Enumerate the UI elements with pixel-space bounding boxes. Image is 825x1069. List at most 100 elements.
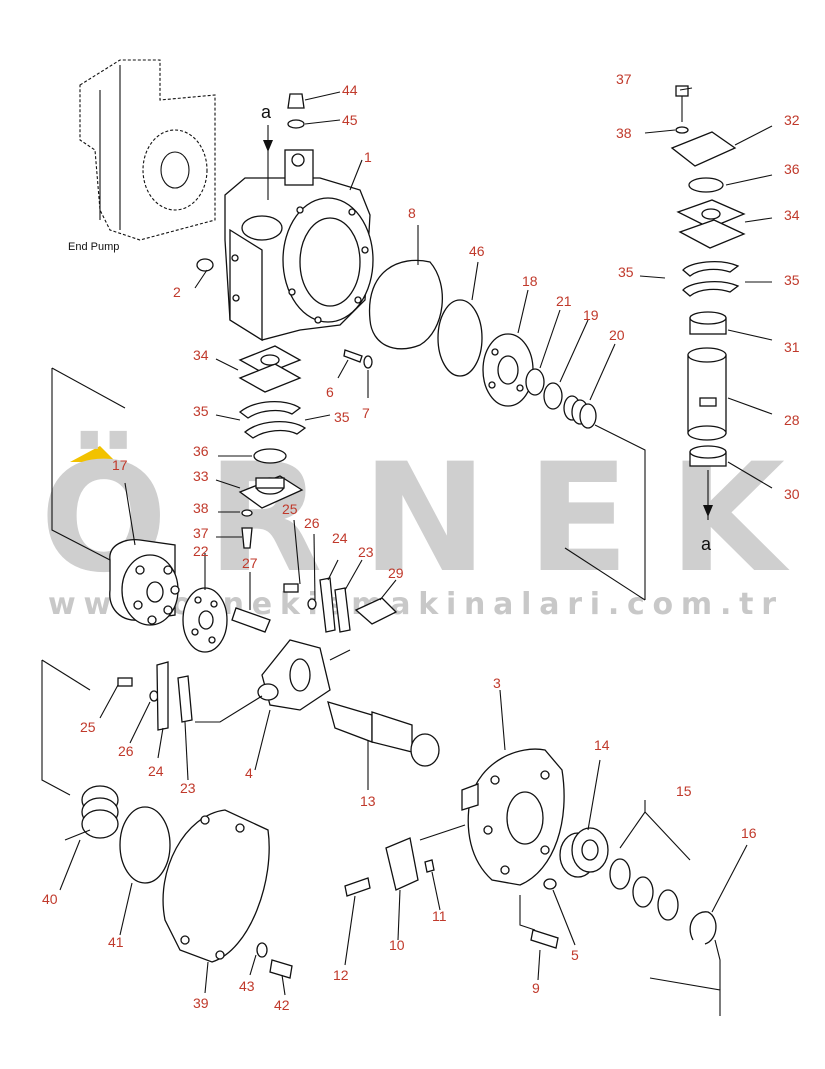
label-35-left-b: 35	[334, 409, 350, 425]
bolt-part-9	[530, 929, 559, 949]
label-40: 40	[42, 891, 58, 907]
drive-shaft-part-13	[327, 701, 440, 767]
bolt-part-37-left	[241, 527, 253, 549]
seal-part-46	[437, 299, 483, 377]
bolt-part-25-mid	[283, 583, 299, 593]
label-14: 14	[594, 737, 610, 753]
washer-part-38-top	[675, 126, 689, 134]
swash-part-4	[257, 639, 351, 711]
label-37-left: 37	[193, 525, 209, 541]
pin-part-11	[424, 859, 435, 873]
label-41: 41	[108, 934, 124, 950]
plate-part-34-left	[238, 345, 302, 393]
label-16: 16	[741, 825, 757, 841]
label-45: 45	[342, 112, 358, 128]
label-3: 3	[493, 675, 501, 691]
cap-part-31	[689, 311, 727, 335]
label-32: 32	[784, 112, 800, 128]
label-1: 1	[364, 149, 372, 165]
arrow-a-bottom: a	[701, 470, 713, 554]
label-10: 10	[389, 937, 405, 953]
label-26-low: 26	[118, 743, 134, 759]
cover-part-32	[670, 131, 737, 167]
label-39: 39	[193, 995, 209, 1011]
label-12: 12	[333, 967, 349, 983]
plates-part-35-right	[682, 260, 740, 297]
ring-part-21	[525, 368, 545, 396]
bolt-part-12	[344, 877, 371, 897]
cap-part-30	[689, 445, 727, 467]
plate-part-18	[482, 333, 534, 407]
label-9: 9	[532, 980, 540, 996]
label-42: 42	[274, 997, 290, 1013]
label-34-left: 34	[193, 347, 209, 363]
link-part-24-mid	[319, 577, 336, 633]
washer-part-26-mid	[307, 598, 317, 610]
plate-part-10	[385, 837, 419, 891]
ring-part-7	[363, 355, 373, 369]
leader-lines	[41, 87, 773, 1016]
label-7: 7	[362, 405, 370, 421]
bolt-part-25-low	[117, 677, 133, 687]
link-part-24-low	[156, 661, 169, 731]
cylinder-block-part-17	[109, 539, 180, 626]
end-cover-part-39	[162, 809, 270, 963]
label-25-low: 25	[80, 719, 96, 735]
label-6: 6	[326, 384, 334, 400]
label-2: 2	[173, 284, 181, 300]
plug-part-44	[287, 93, 305, 109]
pin-part-6	[343, 349, 363, 363]
label-23-mid: 23	[358, 544, 374, 560]
o-ring-part-36-left	[253, 448, 287, 464]
spring-part-40	[81, 785, 119, 839]
label-46: 46	[469, 243, 485, 259]
label-24-mid: 24	[332, 530, 348, 546]
label-31: 31	[784, 339, 800, 355]
end-pump-title: End Pump	[68, 241, 119, 253]
gasket-part-8	[368, 259, 443, 350]
label-44: 44	[342, 82, 358, 98]
link-part-23-low	[177, 675, 193, 723]
arrow-label-bottom: a	[701, 534, 712, 554]
housing-part-1	[224, 149, 374, 342]
label-15: 15	[676, 783, 692, 799]
label-5: 5	[571, 947, 579, 963]
label-21: 21	[556, 293, 572, 309]
watermark-accent	[70, 446, 116, 462]
label-30: 30	[784, 486, 800, 502]
label-43: 43	[239, 978, 255, 994]
ring-part-19	[543, 382, 563, 410]
label-26-mid: 26	[304, 515, 320, 531]
label-24-low: 24	[148, 763, 164, 779]
washer-part-43	[256, 942, 268, 958]
spring-part-20	[563, 395, 597, 429]
snap-ring-part-16	[689, 911, 717, 945]
sleeve-part-28	[687, 347, 727, 441]
arrow-label-top: a	[261, 102, 272, 122]
label-36-top: 36	[784, 161, 800, 177]
label-19: 19	[583, 307, 599, 323]
label-4: 4	[245, 765, 253, 781]
bearing-part-14	[559, 827, 609, 878]
label-28: 28	[784, 412, 800, 428]
plug-part-2	[196, 258, 214, 272]
valve-plate-part-22	[182, 587, 228, 653]
bolt-part-37-top	[675, 85, 689, 122]
cover-part-33	[238, 475, 304, 509]
label-38-top: 38	[616, 125, 632, 141]
plate-part-34-right	[676, 199, 746, 249]
label-38-left: 38	[193, 500, 209, 516]
label-18: 18	[522, 273, 538, 289]
washer-part-38-left	[241, 509, 253, 517]
label-13: 13	[360, 793, 376, 809]
label-8: 8	[408, 205, 416, 221]
label-36-left: 36	[193, 443, 209, 459]
label-34-right: 34	[784, 207, 800, 223]
plates-part-35-left	[238, 400, 307, 439]
label-35-right-a: 35	[618, 264, 634, 280]
label-35-right-b: 35	[784, 272, 800, 288]
label-37-top: 37	[616, 71, 632, 87]
label-35-left-a: 35	[193, 403, 209, 419]
bolt-part-42	[269, 959, 293, 979]
